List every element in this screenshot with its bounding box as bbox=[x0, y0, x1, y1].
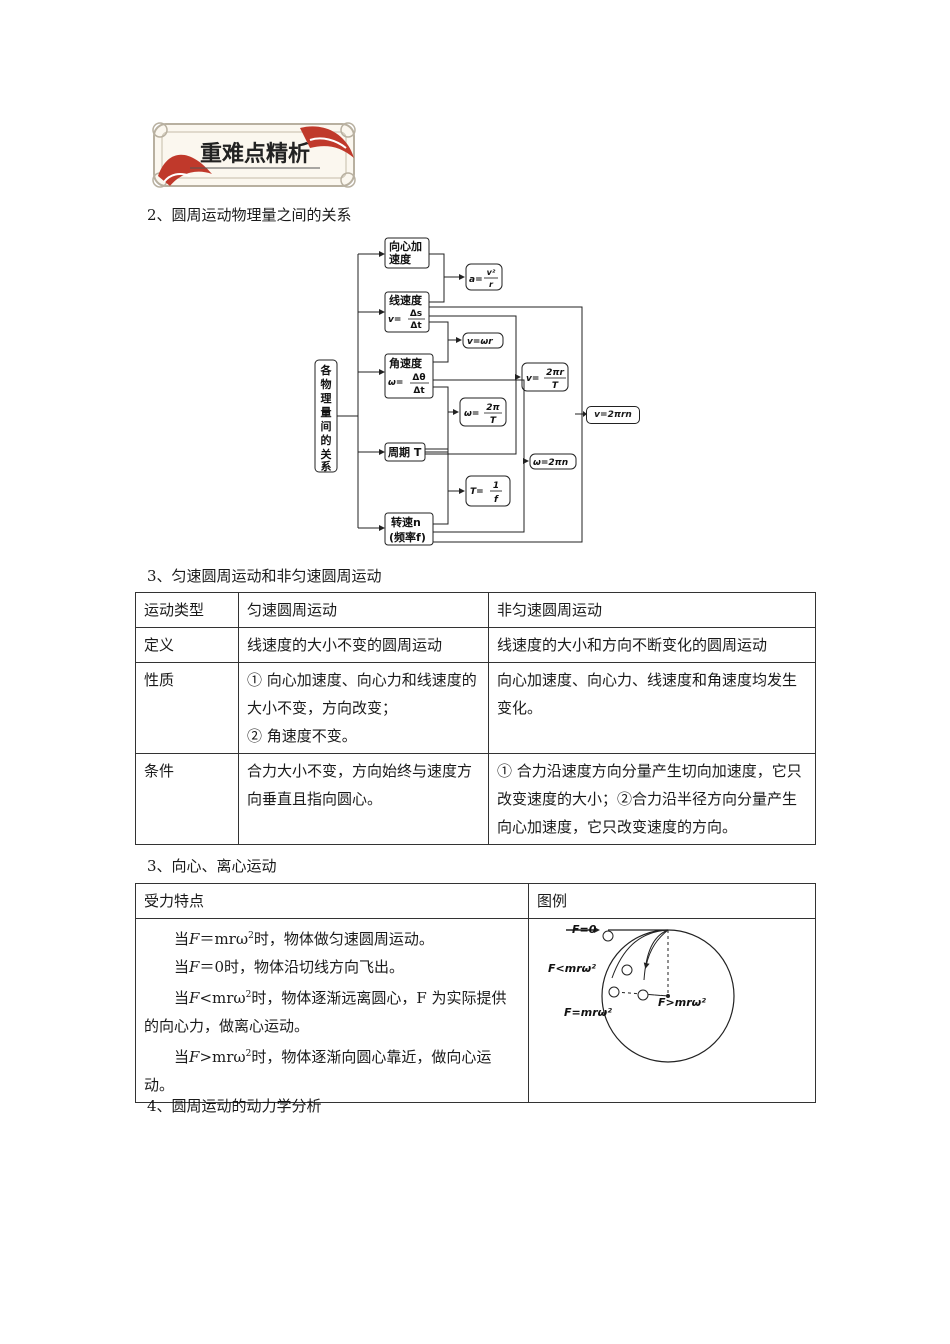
heading-dynamics: 4、圆周运动的动力学分析 bbox=[147, 1097, 322, 1115]
header-cell: 图例 bbox=[528, 883, 816, 919]
frac-dt: Δt bbox=[413, 386, 425, 396]
label-f-less: F<mrω² bbox=[548, 962, 596, 975]
label-f-zero: F=0 bbox=[572, 923, 597, 936]
arrow-to-v-2pirn bbox=[575, 411, 587, 417]
force-table: 受力特点 图例 当F＝mrω2时，物体做匀速圆周运动。 当F＝0时，物体沿切线方… bbox=[135, 883, 816, 1103]
table-row: 当F＝mrω2时，物体做匀速圆周运动。 当F＝0时，物体沿切线方向飞出。 当F<… bbox=[135, 918, 816, 1103]
formula-accel: a= bbox=[469, 275, 483, 285]
box-linear-speed bbox=[384, 291, 430, 333]
koi-fish-left-icon bbox=[158, 154, 212, 186]
formula-T-1-f: T= bbox=[470, 487, 484, 497]
table-row: 条件 合力大小不变，方向始终与速度方向垂直且指向圆心。 ① 合力沿速度方向分量产… bbox=[135, 753, 816, 845]
root-char: 量 bbox=[321, 406, 332, 419]
formula-omega-2pin: ω=2πn bbox=[533, 458, 568, 468]
cell-nonuniform: ① 合力沿速度方向分量产生切向加速度，它只改变速度的大小；②合力沿半径方向分量产… bbox=[488, 753, 816, 845]
box-formula-omega-2pin bbox=[529, 453, 577, 470]
formula-v-2pir-T: v= bbox=[526, 374, 539, 384]
banner-title: 重难点精析 bbox=[200, 141, 310, 167]
table-row: 性质 ① 向心加速度、向心力和线速度的大小不变，方向改变； ② 角速度不变。 向… bbox=[135, 662, 816, 754]
quantities-relation-diagram: 各 物 理 量 间 的 关 系 向心加 速度 线速度 v= Δs Δt 角速度 … bbox=[312, 232, 586, 550]
heading-relations: 2、圆周运动物理量之间的关系 bbox=[147, 206, 352, 224]
label-linear-speed: 线速度 bbox=[389, 293, 423, 307]
root-char: 关 bbox=[321, 447, 332, 461]
root-char: 理 bbox=[321, 392, 332, 405]
label-centripetal-accel: 速度 bbox=[389, 252, 412, 266]
cell-nonuniform: 线速度的大小和方向不断变化的圆周运动 bbox=[488, 627, 816, 663]
frac-T: T bbox=[552, 381, 559, 391]
header-cell: 匀速圆周运动 bbox=[238, 592, 489, 628]
frac-2pi: 2π bbox=[486, 403, 500, 413]
cell-nonuniform: 向心加速度、向心力、线速度和角速度均发生变化。 bbox=[488, 662, 816, 754]
centrifugal-figure: F=0 F<mrω² F>mrω² F=mrω² bbox=[528, 916, 814, 1092]
cell-line: ① 向心加速度、向心力和线速度的大小不变，方向改变； bbox=[247, 671, 477, 717]
box-angular-speed bbox=[384, 353, 434, 399]
root-char: 系 bbox=[321, 459, 332, 473]
box-formula-v-2pir-T bbox=[521, 362, 569, 392]
frac-f: f bbox=[494, 495, 499, 505]
table-header-row: 受力特点 图例 bbox=[135, 883, 816, 919]
box-formula-v-2pirn: v=2πrn bbox=[586, 406, 640, 424]
formula-omega-2pi-T: ω= bbox=[464, 409, 479, 419]
cell-line: ② 角速度不变。 bbox=[247, 727, 357, 745]
row-label: 性质 bbox=[135, 662, 239, 754]
banner-ornament: 重难点精析 bbox=[152, 122, 356, 188]
header-cell: 运动类型 bbox=[135, 592, 239, 628]
header-cell: 非匀速圆周运动 bbox=[488, 592, 816, 628]
root-char: 物 bbox=[321, 377, 332, 391]
section-banner: 重难点精析 bbox=[150, 118, 362, 192]
box-formula-accel bbox=[465, 263, 503, 291]
figure-cell bbox=[528, 918, 816, 1103]
frac-one: 1 bbox=[493, 481, 499, 491]
row-label: 条件 bbox=[135, 753, 239, 845]
frac-ds: Δs bbox=[410, 309, 422, 319]
force-line: 当F>mrω2时，物体逐渐向圆心靠近，做向心运动。 bbox=[144, 1048, 492, 1094]
label-frequency: (频率f) bbox=[389, 530, 426, 544]
cell-uniform: 合力大小不变，方向始终与速度方向垂直且指向圆心。 bbox=[238, 753, 489, 845]
frac-2pir: 2πr bbox=[546, 368, 564, 378]
koi-fish-right-icon bbox=[300, 126, 354, 158]
label-omega-def: ω= bbox=[388, 378, 403, 388]
label-f-equal: F=mrω² bbox=[564, 1006, 612, 1019]
root-char: 的 bbox=[321, 433, 332, 447]
box-rotation-speed bbox=[384, 512, 434, 546]
label-rotation-speed: 转速n bbox=[391, 515, 421, 529]
row-label: 定义 bbox=[135, 627, 239, 663]
force-line: 当F<mrω2时，物体逐渐远离圆心，F 为实际提供的向心力，做离心运动。 bbox=[144, 989, 507, 1035]
label-angular-speed: 角速度 bbox=[389, 356, 423, 370]
header-cell: 受力特点 bbox=[135, 883, 529, 919]
frac-dtheta: Δθ bbox=[412, 373, 425, 383]
heading-uniform-nonuniform: 3、匀速圆周运动和非匀速圆周运动 bbox=[147, 567, 382, 585]
frac-T: T bbox=[490, 416, 497, 426]
box-centripetal-accel bbox=[384, 237, 430, 269]
table-row: 定义 线速度的大小不变的圆周运动 线速度的大小和方向不断变化的圆周运动 bbox=[135, 627, 816, 663]
frac-r: r bbox=[489, 280, 494, 289]
force-description-cell: 当F＝mrω2时，物体做匀速圆周运动。 当F＝0时，物体沿切线方向飞出。 当F<… bbox=[135, 918, 529, 1103]
label-period: 周期 T bbox=[388, 445, 422, 459]
root-char: 间 bbox=[321, 420, 332, 433]
root-char: 各 bbox=[320, 363, 333, 377]
box-formula-omega-2pi-T bbox=[459, 397, 507, 427]
frac-dt: Δt bbox=[410, 321, 422, 331]
force-line: 当F＝0时，物体沿切线方向飞出。 bbox=[174, 958, 404, 976]
formula-v-omega-r: v=ωr bbox=[467, 337, 493, 347]
cell-uniform: 线速度的大小不变的圆周运动 bbox=[238, 627, 489, 663]
box-formula-T-1-f bbox=[465, 475, 511, 507]
table-header-row: 运动类型 匀速圆周运动 非匀速圆周运动 bbox=[135, 592, 816, 628]
force-line: 当F＝mrω2时，物体做匀速圆周运动。 bbox=[174, 930, 434, 948]
frac-v2: v² bbox=[487, 268, 496, 277]
heading-centripetal-centrifugal: 3、向心、离心运动 bbox=[147, 857, 277, 875]
motion-comparison-table: 运动类型 匀速圆周运动 非匀速圆周运动 定义 线速度的大小不变的圆周运动 线速度… bbox=[135, 592, 816, 845]
cell-uniform: ① 向心加速度、向心力和线速度的大小不变，方向改变； ② 角速度不变。 bbox=[238, 662, 489, 754]
box-formula-v-omega-r bbox=[462, 332, 504, 349]
label-f-greater: F>mrω² bbox=[658, 996, 706, 1009]
label-v-def: v= bbox=[388, 315, 401, 325]
label-centripetal-accel: 向心加 bbox=[389, 239, 422, 253]
